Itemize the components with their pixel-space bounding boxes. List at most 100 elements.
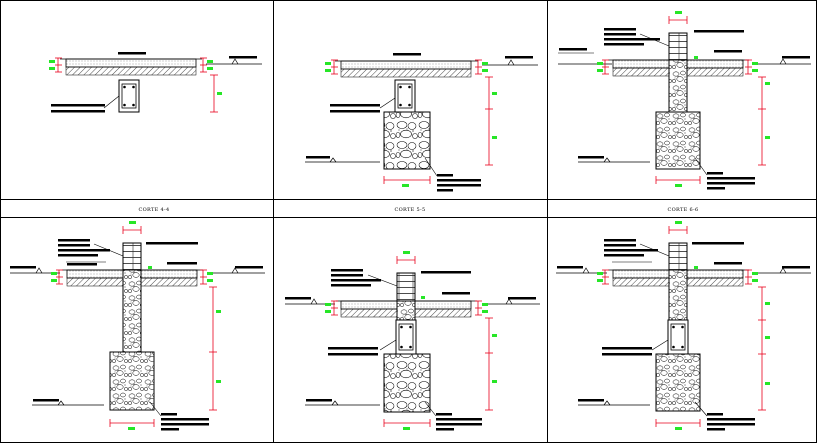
dimension-text bbox=[49, 60, 222, 95]
label-block bbox=[33, 399, 59, 402]
stone-footing bbox=[655, 111, 701, 170]
label-block bbox=[58, 239, 90, 242]
label-block bbox=[604, 43, 644, 46]
beam-section bbox=[667, 319, 689, 355]
brick-wall bbox=[668, 242, 688, 271]
label-block bbox=[118, 52, 146, 55]
label-block bbox=[161, 423, 209, 426]
label-block bbox=[437, 174, 453, 177]
dimension-text bbox=[325, 62, 497, 187]
label-block bbox=[707, 423, 755, 426]
label-block bbox=[505, 56, 533, 59]
label-block bbox=[604, 33, 636, 36]
label-block bbox=[167, 262, 197, 265]
label-block bbox=[51, 110, 105, 113]
panel-bottom-left bbox=[10, 221, 265, 431]
panel-bottom-middle bbox=[285, 251, 540, 431]
label-block bbox=[328, 353, 378, 356]
panel-top-right bbox=[558, 11, 811, 190]
caption-corte-4-4: CORTE 4-4 bbox=[139, 207, 170, 213]
label-block bbox=[707, 172, 723, 175]
label-block bbox=[602, 347, 652, 350]
brick-wall bbox=[122, 242, 142, 271]
dimension-text bbox=[597, 221, 770, 430]
label-block bbox=[331, 279, 381, 282]
label-block bbox=[331, 274, 363, 277]
slab-core bbox=[396, 300, 416, 321]
label-block bbox=[421, 271, 471, 274]
label-block bbox=[161, 418, 209, 421]
label-block bbox=[714, 50, 742, 53]
label-block bbox=[707, 413, 723, 416]
label-block bbox=[707, 428, 725, 431]
label-block bbox=[508, 297, 536, 300]
dimension-text bbox=[51, 221, 221, 430]
label-block bbox=[146, 242, 198, 245]
stone-column bbox=[668, 59, 688, 113]
stone-footing bbox=[109, 351, 155, 411]
label-block bbox=[51, 104, 105, 107]
label-block bbox=[330, 104, 380, 107]
label-block bbox=[604, 38, 660, 41]
stone-footing bbox=[655, 353, 701, 412]
label-block bbox=[707, 177, 755, 180]
label-block bbox=[330, 110, 380, 113]
beam-section bbox=[118, 79, 140, 113]
label-block bbox=[692, 242, 744, 245]
label-block bbox=[306, 399, 332, 402]
beam-section bbox=[394, 79, 416, 113]
label-block bbox=[782, 56, 810, 59]
panel-bottom-right bbox=[556, 221, 811, 431]
label-block bbox=[707, 182, 755, 185]
dimension-lines bbox=[331, 59, 493, 184]
label-block bbox=[306, 156, 330, 159]
label-block bbox=[559, 48, 587, 51]
label-block bbox=[67, 263, 97, 266]
label-block bbox=[578, 399, 604, 402]
label-block bbox=[707, 187, 725, 190]
label-block bbox=[58, 244, 90, 247]
label-block bbox=[437, 184, 481, 187]
label-block bbox=[707, 418, 755, 421]
label-block bbox=[714, 262, 742, 265]
beam-section bbox=[395, 319, 417, 355]
label-block bbox=[229, 56, 257, 59]
label-block bbox=[437, 179, 481, 182]
label-block bbox=[436, 428, 454, 431]
label-block bbox=[58, 249, 110, 252]
dimension-lines bbox=[602, 226, 766, 427]
brick-wall bbox=[668, 32, 688, 61]
floor-slab bbox=[60, 58, 202, 76]
label-block bbox=[604, 249, 658, 252]
label-block bbox=[161, 413, 177, 416]
label-block bbox=[604, 28, 636, 31]
label-block bbox=[694, 30, 744, 33]
label-block bbox=[235, 266, 263, 269]
stone-footing bbox=[383, 353, 431, 413]
label-block bbox=[782, 266, 810, 269]
dimension-text bbox=[325, 251, 497, 430]
label-block bbox=[604, 254, 644, 257]
dimension-lines bbox=[56, 226, 217, 427]
label-block bbox=[604, 239, 636, 242]
label-block bbox=[331, 269, 363, 272]
stone-footing bbox=[383, 111, 431, 170]
dimension-lines bbox=[602, 16, 766, 184]
dimension-lines bbox=[55, 57, 218, 113]
label-block bbox=[285, 297, 311, 300]
label-block bbox=[436, 423, 482, 426]
label-block bbox=[58, 254, 98, 257]
label-block bbox=[10, 266, 36, 269]
floor-slab bbox=[335, 60, 478, 78]
caption-corte-6-6: CORTE 6-6 bbox=[668, 207, 699, 213]
label-block bbox=[557, 266, 583, 269]
panel-top-middle bbox=[305, 53, 538, 192]
label-block bbox=[161, 428, 179, 431]
label-block bbox=[442, 292, 470, 295]
label-block bbox=[578, 156, 604, 159]
label-block bbox=[436, 413, 452, 416]
brick-wall bbox=[396, 272, 416, 302]
label-block bbox=[604, 244, 636, 247]
label-block bbox=[393, 53, 421, 56]
